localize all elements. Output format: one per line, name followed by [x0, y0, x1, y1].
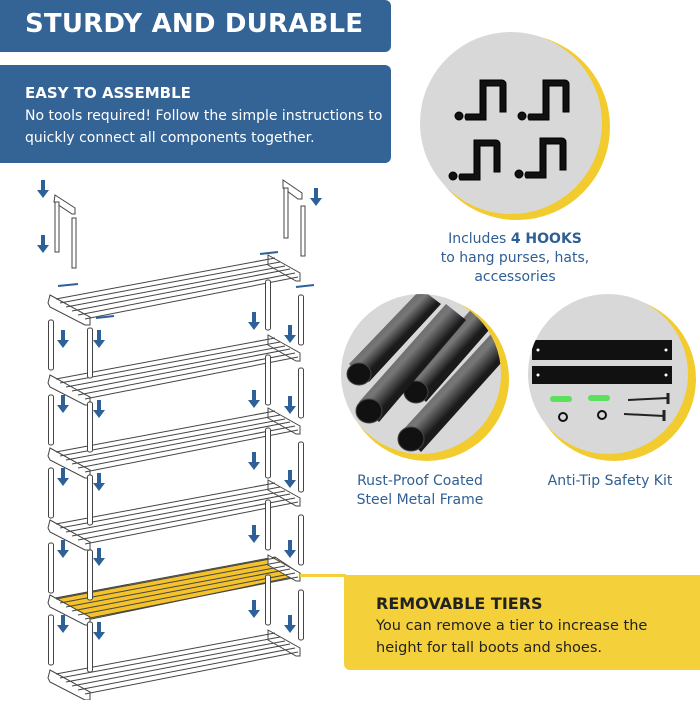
hooks-caption: Includes 4 HOOKS to hang purses, hats, a… [400, 230, 630, 287]
arrow-icon [37, 180, 49, 198]
frame-caption: Rust-Proof Coated Steel Metal Frame [330, 472, 510, 510]
hooks-icon [420, 32, 602, 214]
assembly-diagram [30, 170, 330, 701]
arrow-icon [37, 235, 49, 253]
steel-tubes-icon [341, 294, 501, 454]
safety-caption: Anti-Tip Safety Kit [520, 472, 700, 491]
removable-tiers-panel: REMOVABLE TIERS You can remove a tier to… [344, 575, 700, 670]
assemble-body: No tools required! Follow the simple ins… [25, 108, 383, 146]
arrow-icon [310, 188, 322, 206]
tiers-body: You can remove a tier to increase the he… [376, 618, 648, 656]
safety-caption-line1: Anti-Tip Safety Kit [547, 473, 673, 489]
highlighted-shelf [47, 554, 304, 626]
assemble-banner: EASY TO ASSEMBLE No tools required! Foll… [0, 65, 391, 163]
frame-caption-line2: Steel Metal Frame [356, 492, 484, 508]
safety-kit-icon [528, 294, 688, 454]
hooks-caption-bold: 4 HOOKS [510, 231, 582, 247]
frame-caption-line1: Rust-Proof Coated [357, 473, 483, 489]
hooks-caption-line2: to hang purses, hats, accessories [440, 250, 590, 285]
title-banner: STURDY AND DURABLE [0, 0, 391, 52]
hooks-caption-prefix: Includes [448, 231, 511, 247]
tiers-heading: REMOVABLE TIERS [376, 594, 543, 613]
tier-connector-line [300, 574, 346, 577]
assemble-heading: EASY TO ASSEMBLE [25, 84, 191, 102]
page-title: STURDY AND DURABLE [25, 9, 364, 39]
